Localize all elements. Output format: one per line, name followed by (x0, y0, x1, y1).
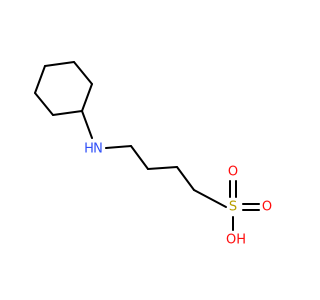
sulfur-label: S (229, 200, 237, 215)
chain-to-sulfur-bond (193, 189, 227, 208)
ring-bond (52, 110, 83, 116)
nitrogen-label: N (93, 142, 103, 157)
ring-bond (73, 61, 93, 85)
hydroxyl-label: OH (226, 233, 246, 248)
sulfonic-acid-group (229, 180, 260, 231)
cyclohexane-ring (34, 61, 93, 116)
carbon-chain (81, 110, 227, 208)
ring-bond (34, 92, 54, 116)
chain-bond (176, 166, 195, 191)
ring-to-nitrogen-bond (81, 110, 93, 139)
amine-hydrogen-label: H (84, 142, 94, 157)
ring-bond (81, 83, 93, 112)
oxygen-top-label: O (228, 165, 238, 180)
ring-bond (44, 61, 75, 67)
chemical-structure: N H S O O OH (34, 61, 272, 248)
nitrogen-to-chain-bond (105, 145, 132, 149)
oxygen-right-label: O (262, 200, 272, 215)
ring-bond (34, 65, 46, 94)
chain-bond (130, 145, 149, 170)
chain-bond (147, 166, 178, 170)
